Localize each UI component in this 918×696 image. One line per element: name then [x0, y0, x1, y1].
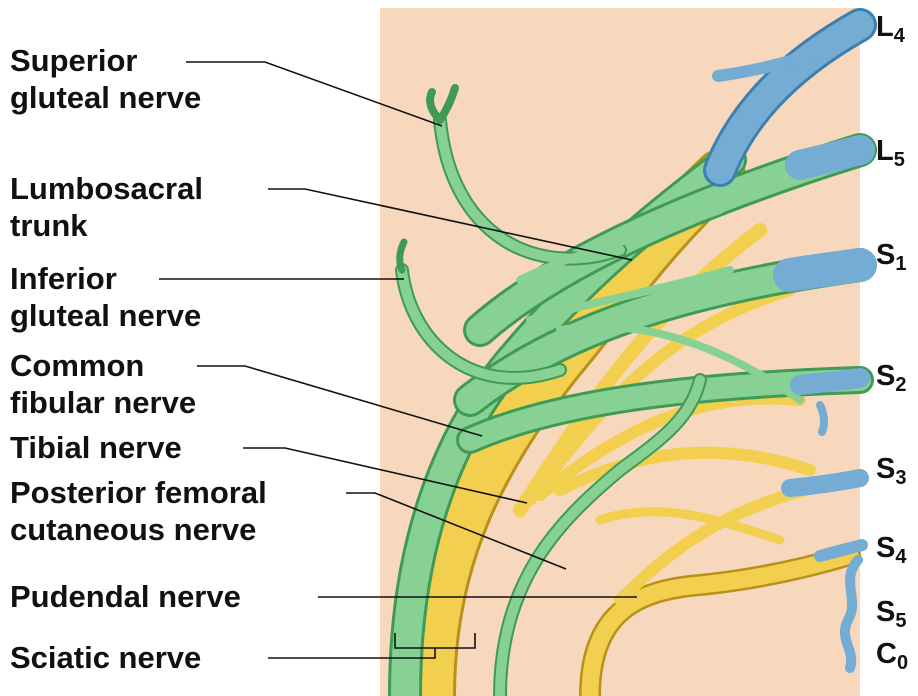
label-line-1: Superior	[10, 42, 201, 79]
label-line-2: gluteal nerve	[10, 297, 201, 334]
root-letter: S	[876, 532, 895, 564]
root-label-s5: S5	[876, 597, 906, 636]
root-letter: L	[876, 135, 894, 167]
root-label-s2: S2	[876, 361, 906, 400]
root-label-s3: S3	[876, 454, 906, 493]
root-number: 5	[895, 610, 906, 632]
label-line-2: cutaneous nerve	[10, 511, 267, 548]
root-letter: S	[876, 239, 895, 271]
label-line-1: Tibial nerve	[10, 429, 182, 466]
label-line-1: Posterior femoral	[10, 474, 267, 511]
label-line-1: Lumbosacral	[10, 170, 203, 207]
root-number: 4	[895, 546, 906, 568]
root-label-l5: L5	[876, 136, 905, 175]
root-number: 3	[895, 467, 906, 489]
label-inferior-gluteal-nerve: Inferior gluteal nerve	[10, 260, 201, 334]
root-label-c0: C0	[876, 639, 908, 678]
root-number: 2	[895, 374, 906, 396]
root-letter: S	[876, 360, 895, 392]
label-line-2: gluteal nerve	[10, 79, 201, 116]
label-tibial-nerve: Tibial nerve	[10, 429, 182, 466]
label-line-1: Pudendal nerve	[10, 578, 241, 615]
label-line-2: trunk	[10, 207, 203, 244]
root-number: 0	[897, 652, 908, 674]
label-line-1: Inferior	[10, 260, 201, 297]
root-number: 4	[894, 25, 905, 47]
label-sciatic-nerve: Sciatic nerve	[10, 639, 201, 676]
root-number: 5	[894, 149, 905, 171]
label-superior-gluteal-nerve: Superior gluteal nerve	[10, 42, 201, 116]
root-letter: L	[876, 11, 894, 43]
root-label-l4: L4	[876, 12, 905, 51]
label-pudendal-nerve: Pudendal nerve	[10, 578, 241, 615]
root-label-s1: S1	[876, 240, 906, 279]
label-line-1: Sciatic nerve	[10, 639, 201, 676]
label-common-fibular-nerve: Common fibular nerve	[10, 347, 196, 421]
root-letter: S	[876, 596, 895, 628]
label-lumbosacral-trunk: Lumbosacral trunk	[10, 170, 203, 244]
root-number: 1	[895, 253, 906, 275]
root-letter: C	[876, 638, 897, 670]
root-label-s4: S4	[876, 533, 906, 572]
root-letter: S	[876, 453, 895, 485]
label-line-2: fibular nerve	[10, 384, 196, 421]
label-line-1: Common	[10, 347, 196, 384]
label-posterior-femoral-cutaneous-nerve: Posterior femoral cutaneous nerve	[10, 474, 267, 548]
